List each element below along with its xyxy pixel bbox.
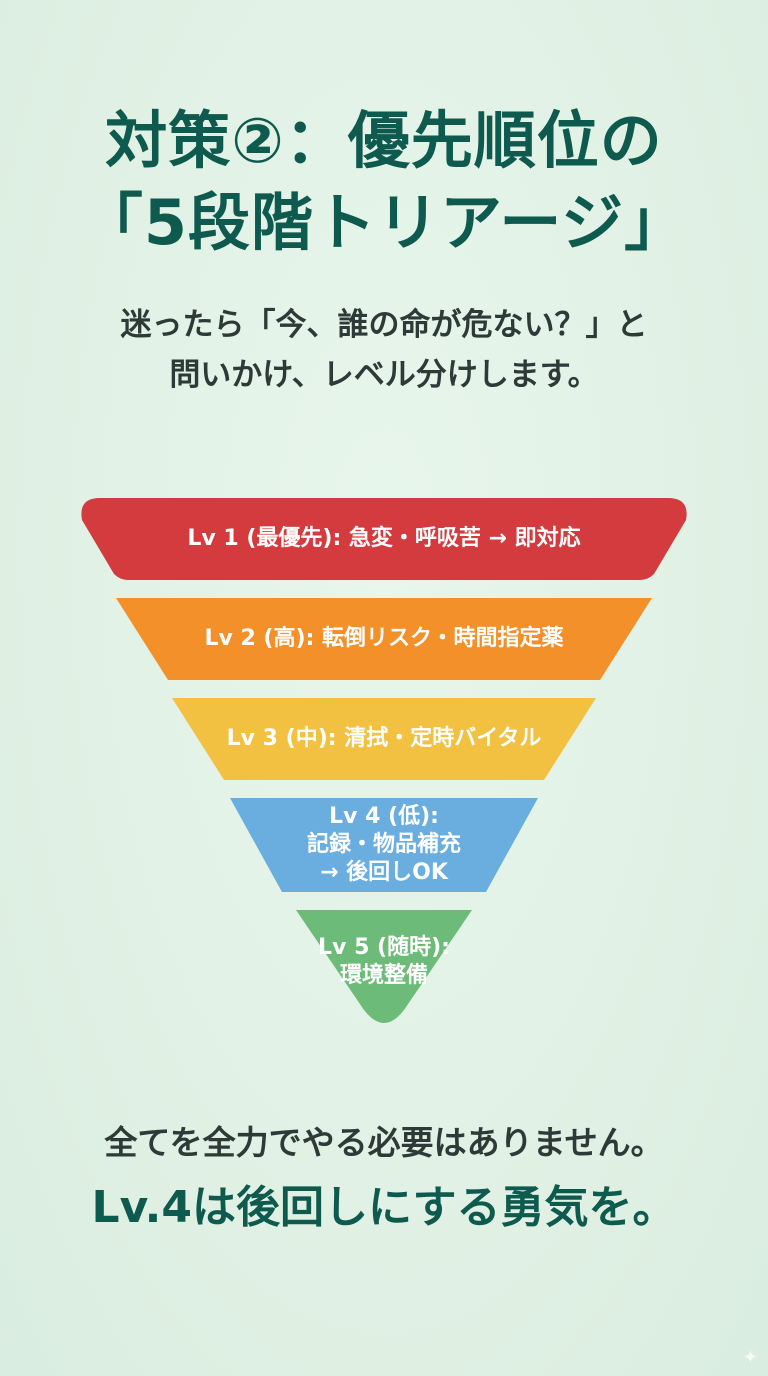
triage-level-3-label: Lv 3 (中): 清拭・定時バイタル: [0, 725, 768, 753]
triage-level-4-text-1: Lv 4 (低):: [329, 804, 439, 829]
title-line-2: 「5段階トリアージ」: [80, 186, 688, 259]
triage-level-4-band: [230, 798, 538, 892]
triage-level-4-text-3: → 後回しOK: [320, 860, 448, 885]
triage-level-1-label: Lv 1 (最優先): 急変・呼吸苦 → 即対応: [0, 525, 768, 553]
triage-level-5-text-2: 環境整備: [339, 963, 428, 988]
triage-level-5-label: Lv 5 (随時): 環境整備: [0, 934, 768, 990]
sparkle-icon: ✦: [742, 1347, 758, 1368]
subtitle: 迷ったら「今、誰の命が危ない？」と 問いかけ、レベル分けします。: [0, 300, 768, 400]
triage-level-3-text-1: Lv 3 (中): 清拭・定時バイタル: [226, 726, 542, 751]
footer-emphasis: Lv.4は後回しにする勇気を。: [91, 1182, 677, 1233]
triage-pyramid-graphic: [81, 498, 687, 1023]
triage-level-2-text-1: Lv 2 (高): 転倒リスク・時間指定薬: [204, 626, 564, 651]
triage-level-5-text-1: Lv 5 (随時):: [318, 935, 450, 960]
triage-pyramid: Lv 1 (最優先): 急変・呼吸苦 → 即対応 Lv 2 (高): 転倒リスク・…: [0, 490, 768, 1050]
triage-level-2-label: Lv 2 (高): 転倒リスク・時間指定薬: [0, 625, 768, 653]
triage-level-4-text-2: 記録・物品補充: [306, 832, 461, 857]
triage-level-2-band: [116, 598, 652, 680]
triage-level-4-label: Lv 4 (低): 記録・物品補充 → 後回しOK: [0, 803, 768, 887]
triage-level-3-band: [172, 698, 596, 780]
triage-level-5-band: [296, 910, 472, 1023]
triage-level-1-band: [81, 498, 687, 580]
triage-level-1-text-1: Lv 1 (最優先): 急変・呼吸苦 → 即対応: [187, 526, 581, 551]
subtitle-line-2: 問いかけ、レベル分けします。: [169, 357, 599, 393]
footer-note: 全てを全力でやる必要はありません。: [104, 1123, 664, 1162]
page-title: 対策②：優先順位の 「5段階トリアージ」: [0, 100, 768, 264]
subtitle-line-1: 迷ったら「今、誰の命が危ない？」と: [120, 307, 648, 343]
title-line-1: 対策②：優先順位の: [105, 104, 663, 177]
